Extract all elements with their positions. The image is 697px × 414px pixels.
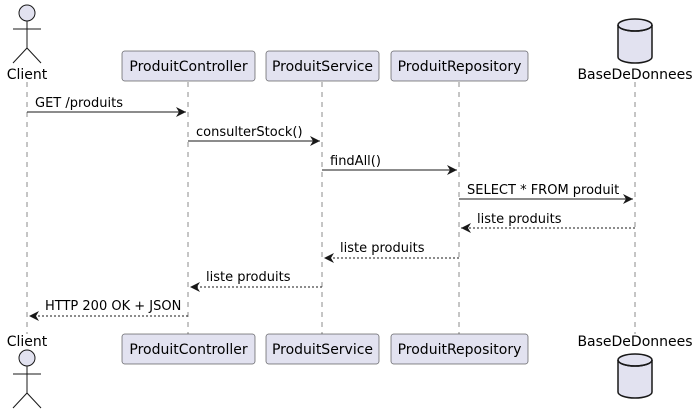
participant-box xyxy=(265,333,380,365)
message-label: findAll() xyxy=(330,154,381,169)
message-2: consulterStock() xyxy=(188,125,320,146)
message-6: liste produits xyxy=(324,241,459,263)
participant-label: ProduitService xyxy=(272,342,373,358)
participant-box xyxy=(121,50,256,82)
participant-label: BaseDeDonnees xyxy=(577,334,692,350)
message-label: consulterStock() xyxy=(196,125,303,140)
participant-box xyxy=(390,50,529,82)
participant-label: Client xyxy=(7,67,48,83)
participant-label: BaseDeDonnees xyxy=(577,67,692,83)
message-1: GET /produits xyxy=(27,96,186,117)
participant-label: ProduitService xyxy=(272,59,373,75)
actor-icon xyxy=(12,4,42,64)
participant-database-bottom: BaseDeDonnees xyxy=(577,334,693,399)
participant-box xyxy=(265,50,380,82)
participant-controller-top: ProduitController xyxy=(121,50,256,82)
participant-client-top: Client xyxy=(7,4,48,83)
participant-label: Client xyxy=(7,334,48,350)
participant-repository-top: ProduitRepository xyxy=(390,50,529,82)
participant-service-top: ProduitService xyxy=(265,50,380,82)
participant-label: ProduitController xyxy=(129,342,247,358)
lifelines xyxy=(26,82,636,334)
participant-box xyxy=(390,333,529,365)
participant-repository-bottom: ProduitRepository xyxy=(390,333,529,365)
message-label: HTTP 200 OK + JSON xyxy=(45,299,181,314)
participant-box xyxy=(121,333,256,365)
actor-icon xyxy=(12,349,42,409)
participant-client-bottom: Client xyxy=(7,334,48,409)
participant-label: ProduitController xyxy=(129,59,247,75)
message-7: liste produits xyxy=(190,270,322,292)
message-label: SELECT * FROM produit xyxy=(467,183,619,198)
participant-label: ProduitRepository xyxy=(398,342,522,358)
database-icon xyxy=(617,18,653,64)
participant-controller-bottom: ProduitController xyxy=(121,333,256,365)
message-label: liste produits xyxy=(477,212,562,227)
message-8: HTTP 200 OK + JSON xyxy=(29,299,188,321)
message-5: liste produits xyxy=(461,212,635,233)
participant-database-top: BaseDeDonnees xyxy=(577,18,693,83)
message-label: GET /produits xyxy=(35,96,123,111)
message-3: findAll() xyxy=(322,154,457,175)
message-4: SELECT * FROM produit xyxy=(459,183,633,204)
message-label: liste produits xyxy=(206,270,291,285)
participant-label: ProduitRepository xyxy=(398,59,522,75)
database-icon xyxy=(617,353,653,399)
message-label: liste produits xyxy=(340,241,425,256)
participant-service-bottom: ProduitService xyxy=(265,333,380,365)
